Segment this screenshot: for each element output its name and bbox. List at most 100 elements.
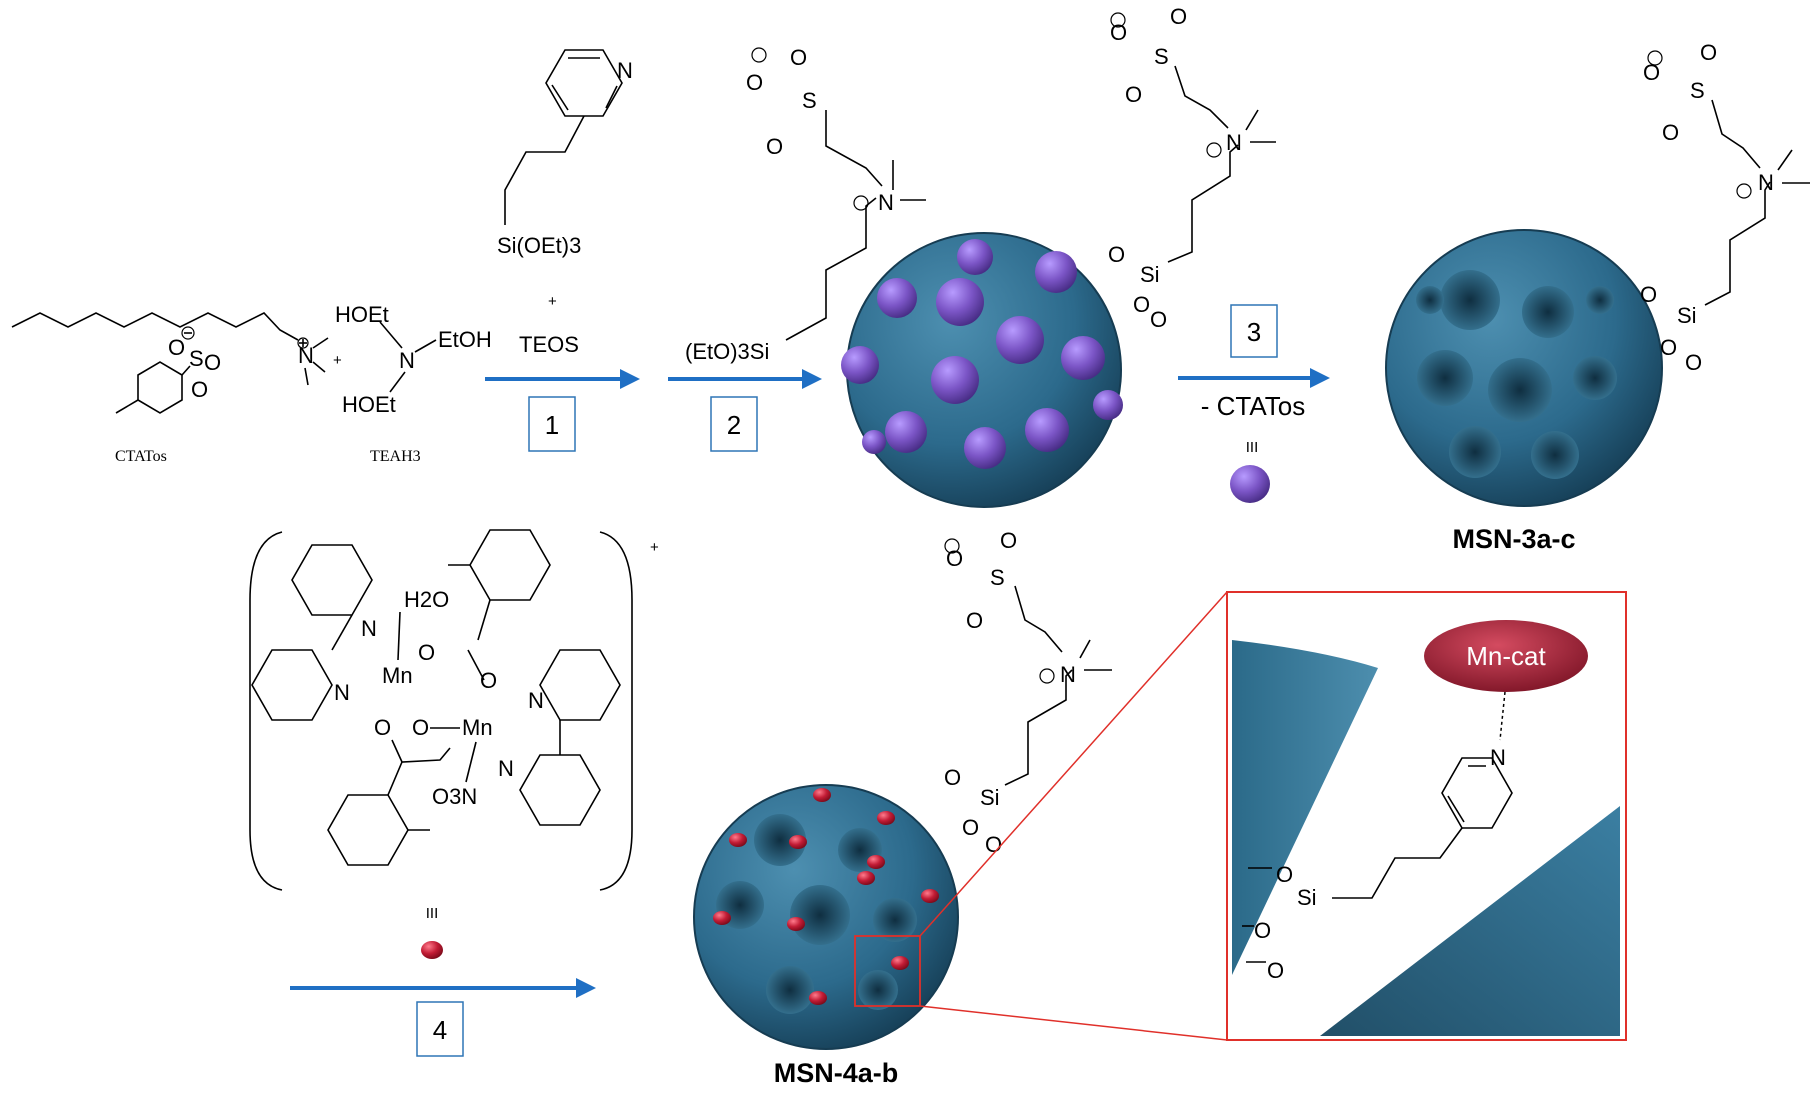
teah3-structure: HOEt N EtOH HOEt TEAH3 bbox=[335, 302, 492, 465]
m3-ob: O bbox=[1700, 40, 1717, 65]
catalyst-sphere-icon bbox=[421, 941, 443, 959]
msn3-linker: O Si O O N S O O O bbox=[1640, 40, 1810, 375]
step-1-label: 1 bbox=[545, 410, 559, 440]
tosyl-o2: O bbox=[204, 350, 221, 375]
mn-cat-ellipse bbox=[1424, 620, 1588, 692]
surfactant-sphere-icon bbox=[1230, 465, 1270, 503]
teos-label: TEOS bbox=[519, 332, 579, 357]
m4-oa: O bbox=[946, 546, 963, 571]
mn1-o-left: O bbox=[374, 715, 391, 740]
tl-si: Si bbox=[1140, 262, 1160, 287]
step-4: 4 bbox=[290, 978, 596, 1057]
sulfonate-s1: S bbox=[802, 88, 817, 113]
plus-sign-2: + bbox=[548, 293, 557, 310]
ctatos-caption: CTATos bbox=[115, 448, 167, 465]
inset-si: Si bbox=[1297, 885, 1317, 910]
step-1-box bbox=[528, 396, 576, 452]
msn4-label: MSN-4a-b bbox=[774, 1058, 899, 1088]
msn4-linker: O Si O O N S O O O bbox=[944, 528, 1112, 857]
msn4-particle bbox=[693, 784, 959, 1050]
m4-ob: O bbox=[1000, 528, 1017, 553]
inset-pyridine-n: N bbox=[1490, 745, 1506, 770]
ctatos-structure: N S O O O CTATos bbox=[11, 312, 329, 465]
step-2: (EtO)3Si N S O O O 2 bbox=[668, 45, 926, 452]
ctatos-n: N bbox=[298, 343, 314, 368]
m3-o1: O bbox=[1640, 282, 1657, 307]
m3-o3: O bbox=[1685, 350, 1702, 375]
teah3-n: N bbox=[399, 348, 415, 373]
mn-cat-label: Mn-cat bbox=[1466, 641, 1546, 671]
bipy2-n2: N bbox=[498, 756, 514, 781]
step-2-box bbox=[710, 396, 758, 452]
mn-atom-2: Mn bbox=[462, 715, 493, 740]
etosi-label: (EtO)3Si bbox=[685, 339, 769, 364]
inset-o2: O bbox=[1254, 918, 1271, 943]
bipy2-n1: N bbox=[528, 688, 544, 713]
m3-si: Si bbox=[1677, 303, 1697, 328]
step-4-box bbox=[416, 1001, 464, 1057]
sulfonate-o1a: O bbox=[746, 70, 763, 95]
step-2-label: 2 bbox=[727, 410, 741, 440]
tl-o2: O bbox=[1133, 292, 1150, 317]
tl-ob: O bbox=[1170, 4, 1187, 29]
template-particle bbox=[841, 232, 1123, 508]
pore-wall-left bbox=[1232, 640, 1378, 975]
tl-s: S bbox=[1154, 44, 1169, 69]
m3-s: S bbox=[1690, 78, 1705, 103]
bipy1-n2: N bbox=[334, 680, 350, 705]
step-3: 3 - CTATos III bbox=[1178, 304, 1330, 503]
tl-n: N bbox=[1226, 130, 1242, 155]
inset-o1: O bbox=[1276, 862, 1293, 887]
teah3-caption: TEAH3 bbox=[370, 448, 421, 465]
sulfonate-o1c: O bbox=[766, 134, 783, 159]
m4-o1: O bbox=[944, 765, 961, 790]
carboxyl-o: O bbox=[480, 668, 497, 693]
mn-atom-1: Mn bbox=[382, 663, 413, 688]
o3n-label: O3N bbox=[432, 784, 477, 809]
mn-complex: + N N Mn H2O O O O O Mn O3N N N I bbox=[249, 529, 659, 959]
teah3-hoet-bottom: HOEt bbox=[342, 392, 396, 417]
zoom-region bbox=[854, 935, 921, 1007]
minus-ctatos-label: - CTATos bbox=[1201, 391, 1305, 421]
equiv-marker-1: III bbox=[1246, 439, 1259, 456]
sulfonate-o1b: O bbox=[790, 45, 807, 70]
step-4-label: 4 bbox=[433, 1015, 447, 1045]
pore-wall-right bbox=[1320, 806, 1620, 1036]
tosyl-o3: O bbox=[191, 377, 208, 402]
plus-sign-1: + bbox=[333, 352, 342, 369]
m4-s: S bbox=[990, 565, 1005, 590]
inset-o3: O bbox=[1267, 958, 1284, 983]
h2o-label: H2O bbox=[404, 587, 449, 612]
m4-si: Si bbox=[980, 785, 1000, 810]
silane-label: Si(OEt)3 bbox=[497, 233, 581, 258]
m3-oa: O bbox=[1643, 60, 1660, 85]
m4-o3: O bbox=[985, 832, 1002, 857]
equiv-marker-2: III bbox=[426, 905, 439, 922]
m3-n: N bbox=[1758, 170, 1774, 195]
complex-charge: + bbox=[650, 539, 659, 556]
msn3-label: MSN-3a-c bbox=[1452, 524, 1575, 554]
tl-o1: O bbox=[1108, 242, 1125, 267]
tosyl-s: S bbox=[189, 346, 204, 371]
m4-o2: O bbox=[962, 815, 979, 840]
carbonyl-o: O bbox=[418, 640, 435, 665]
m4-n: N bbox=[1060, 662, 1076, 687]
bipy1-n1: N bbox=[361, 616, 377, 641]
step-3-label: 3 bbox=[1247, 317, 1261, 347]
tl-o3: O bbox=[1150, 307, 1167, 332]
step-1: N Si(OEt)3 + TEOS 1 bbox=[485, 49, 640, 452]
pyridine-n: N bbox=[617, 58, 633, 83]
m3-oc: O bbox=[1662, 120, 1679, 145]
m3-o2: O bbox=[1660, 335, 1677, 360]
tosyl-o1: O bbox=[168, 335, 185, 360]
template-linker: O Si O O N S O O O bbox=[1108, 4, 1276, 332]
teah3-etoh: EtOH bbox=[438, 327, 492, 352]
inset-zoom: Mn-cat N Si O O O bbox=[919, 591, 1627, 1041]
mn1-o-bridge: O bbox=[412, 715, 429, 740]
msn3-particle bbox=[1385, 229, 1663, 507]
m4-oc: O bbox=[966, 608, 983, 633]
tl-oc: O bbox=[1125, 82, 1142, 107]
zwitterion-n1: N bbox=[878, 190, 894, 215]
catalyst-dots bbox=[713, 788, 939, 1005]
